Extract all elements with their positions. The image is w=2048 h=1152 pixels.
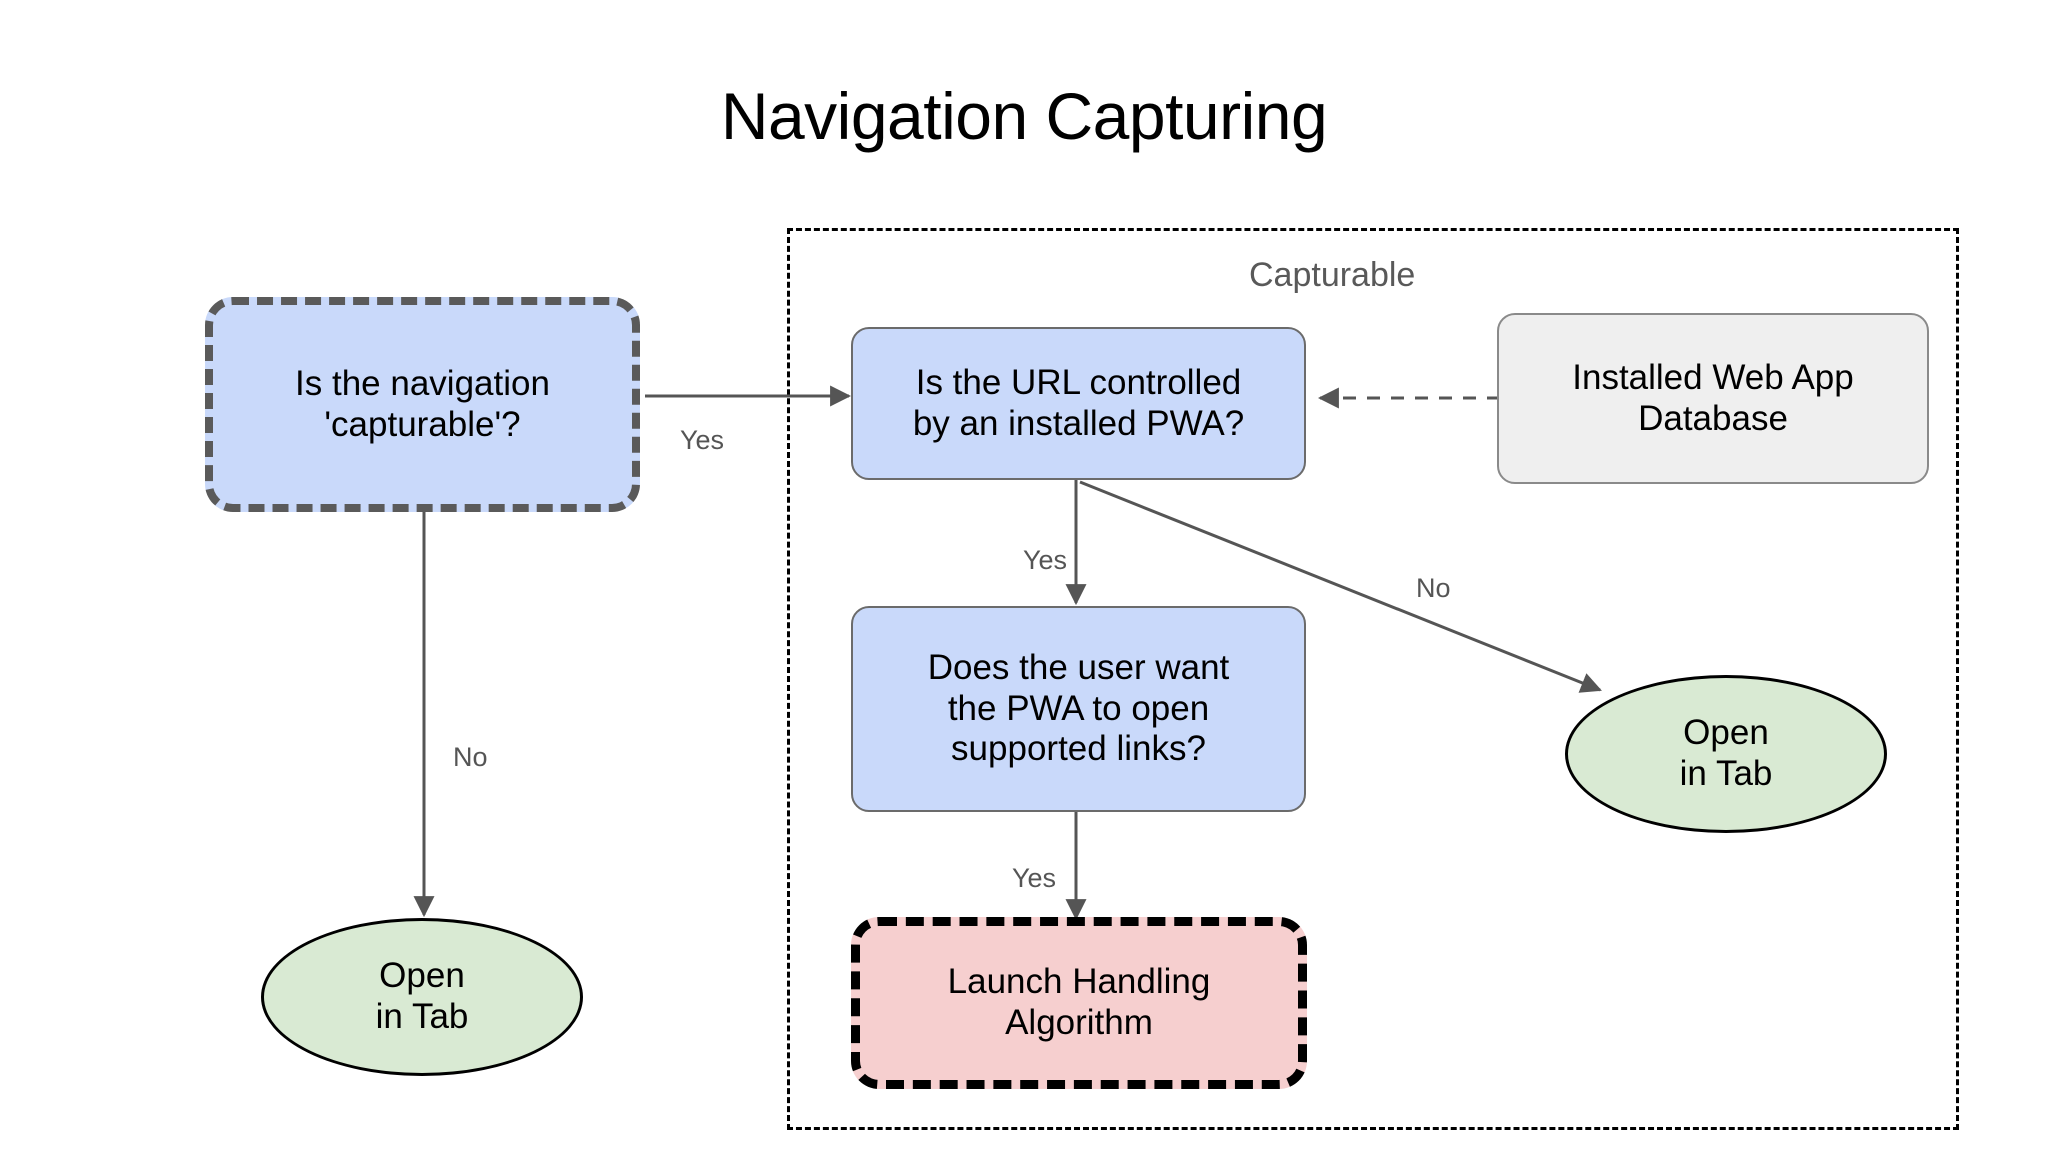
capturable-group-label: Capturable (1249, 256, 1416, 294)
node-launch-handling-algorithm[interactable]: Launch Handling Algorithm (851, 917, 1307, 1089)
node-open-in-tab-left[interactable]: Open in Tab (261, 918, 583, 1076)
edge-label-url-no: No (1416, 573, 1451, 603)
edge-label-user-want-yes: Yes (1012, 863, 1057, 893)
node-is-url-controlled[interactable]: Is the URL controlled by an installed PW… (851, 327, 1306, 480)
edge-label-capturable-yes: Yes (680, 425, 725, 455)
capturable-group-container (787, 228, 1959, 1130)
node-is-navigation-capturable[interactable]: Is the navigation 'capturable'? (205, 297, 640, 512)
node-open-in-tab-right[interactable]: Open in Tab (1565, 675, 1887, 833)
page-title: Navigation Capturing (720, 79, 1328, 153)
edge-label-url-yes: Yes (1023, 545, 1068, 575)
node-does-user-want-pwa[interactable]: Does the user want the PWA to open suppo… (851, 606, 1306, 812)
node-installed-web-app-database[interactable]: Installed Web App Database (1497, 313, 1929, 484)
edge-label-capturable-no: No (453, 742, 488, 772)
